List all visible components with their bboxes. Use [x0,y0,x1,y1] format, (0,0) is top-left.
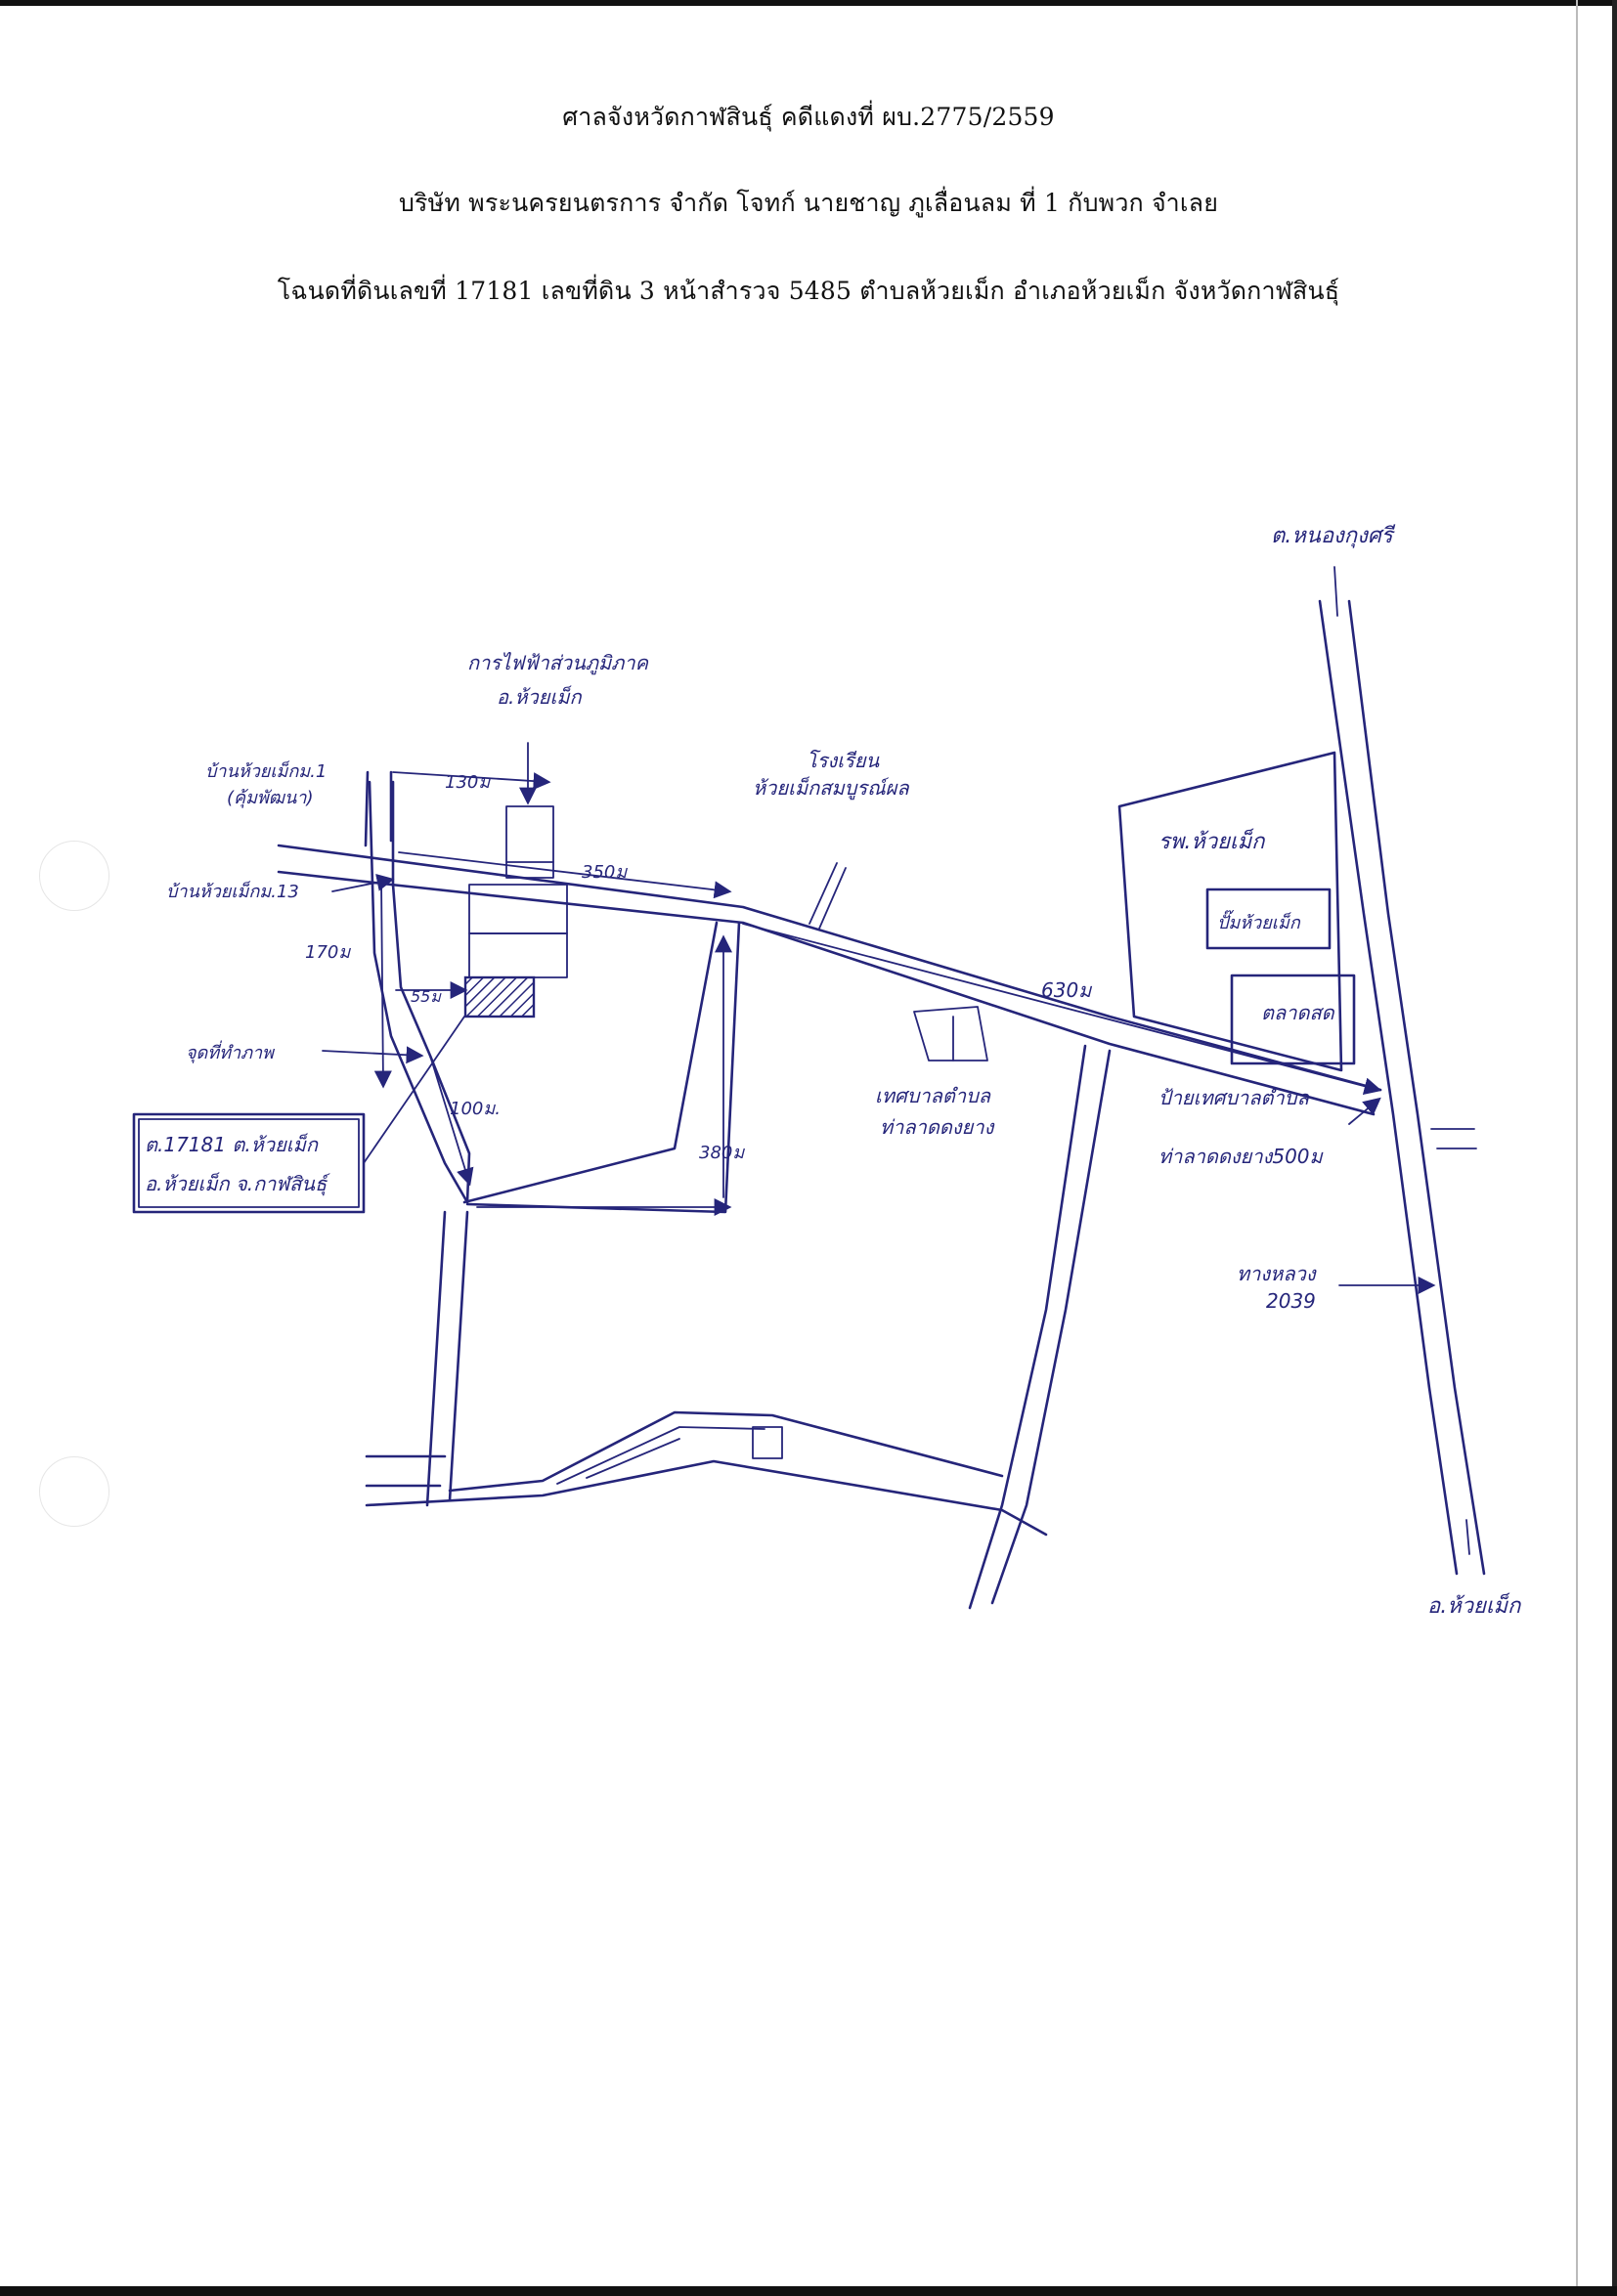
land-box-pointer [363,1016,465,1164]
center-lane-west-edge [462,921,719,1204]
label-sign-office-2: ท่าลาดดงยาง500ม [1158,1145,1325,1168]
pointer-mu13 [331,873,395,892]
label-highway: ทางหลวง [1237,1262,1317,1285]
label-ban-huai-mek-1: บ้านห้วยเม็กม.1 [205,760,327,782]
label-dist-100: 100ม. [450,1099,501,1119]
bottom-road-inner-2 [586,1438,680,1479]
punch-hole-top [39,841,109,911]
label-survey-point: จุดที่ทำภาพ [186,1040,276,1063]
building-block-2 [468,932,568,978]
bottom-road-inner-1 [556,1426,765,1485]
label-talat-sot: ตลาดสด [1261,1001,1335,1024]
label-dist-55: 55ม [411,987,442,1006]
dim-100 [429,1055,474,1187]
court-case-title: ศาลจังหวัดกาฬสินธุ์ คดีแดงที่ ผบ.2775/25… [562,103,1055,131]
highway-right-edge [1347,599,1486,1576]
page-edge-bottom [0,2286,1617,2296]
pointer-survey [322,1046,424,1064]
dim-630 [742,923,1382,1096]
dim-350 [398,851,732,899]
school-arrow [818,867,847,930]
dim-170 [373,879,392,1089]
label-ban-huai-mek-13: บ้านห้วยเม็กม.13 [166,881,299,902]
land-box-outline [132,1112,366,1214]
bottom-road-main-upper [448,1410,1004,1493]
page-edge-top [0,0,1617,6]
label-huai-mek-bottom: อ.ห้วยเม็ก [1427,1592,1522,1619]
highway-arrow-top [1333,566,1338,617]
label-electricity: การไฟฟ้าส่วนภูมิภาค [467,651,650,675]
pointer-sign [1348,1097,1381,1125]
small-building-bottom [752,1426,783,1459]
label-municipality: เทศบาลตำบล [875,1084,992,1107]
bottom-road-main-lower [365,1459,1048,1537]
west-road-left [425,1210,447,1507]
label-nong-kung-si: ต.หนองกุงศรี [1271,524,1396,548]
highway-left-edge [1318,599,1459,1576]
land-parcel-hatched [463,975,536,1018]
label-hospital: รพ.ห้วยเม็ก [1158,828,1266,854]
label-land-box-1: ต.17181 ต.ห้วยเม็ก [145,1133,319,1156]
highway-arrow-bottom [1465,1519,1470,1555]
page-edge-right [1612,0,1617,2296]
label-dist-350: 350ม [582,862,628,883]
label-huai-mek-market: ปั๊มห้วยเม็ก [1217,909,1301,933]
west-road-right [448,1210,469,1502]
left-lane-west-edge [368,780,469,1204]
label-municipality-2: ท่าลาดดงยาง [880,1115,995,1139]
label-school-2: ห้วยเม็กสมบูรณ์ผล [753,776,910,801]
label-dist-130: 130ม [445,772,491,793]
east-lane-right [990,1049,1112,1605]
label-ban-huai-mek-1-sub: (คุ้มพัฒนา) [227,788,314,808]
label-dist-630: 630ม [1041,978,1093,1002]
market-box [1205,888,1332,950]
municipality-building [913,1006,988,1061]
building-block-1 [468,884,568,934]
main-road-upper-edge [277,844,1382,1092]
left-lane-east-edge [391,780,471,1204]
dim-130 [392,771,551,791]
electricity-building [505,805,554,863]
label-school: โรงเรียน [807,749,881,772]
label-electricity-2: อ.ห้วยเม็ก [497,685,583,709]
label-dist-170: 170ม [305,942,351,963]
label-sign-office: ป้ายเทศบาลตำบล [1158,1086,1310,1109]
fresh-market-box [1230,974,1356,1065]
north-lane-left [364,770,370,847]
label-dist-380: 380ม [699,1143,745,1163]
east-lane-left [968,1044,1087,1610]
page-fold-line [1576,0,1578,2296]
school-arrow-2 [808,862,838,925]
punch-hole-bottom [39,1456,109,1527]
main-road-lower-edge [277,870,1376,1116]
land-box-inner [138,1118,360,1208]
label-land-box-2: อ.ห้วยเม็ก จ.กาฬสินธุ์ [145,1172,330,1196]
label-highway-no: 2039 [1266,1289,1316,1313]
land-deed-line: โฉนดที่ดินเลขที่ 17181 เลขที่ดิน 3 หน้าส… [277,277,1340,305]
parties-line: บริษัท พระนครยนตรการ จำกัด โจทก์ นายชาญ … [398,189,1219,217]
center-lane-east-edge [465,921,741,1214]
hospital-outline [1117,751,1343,1072]
